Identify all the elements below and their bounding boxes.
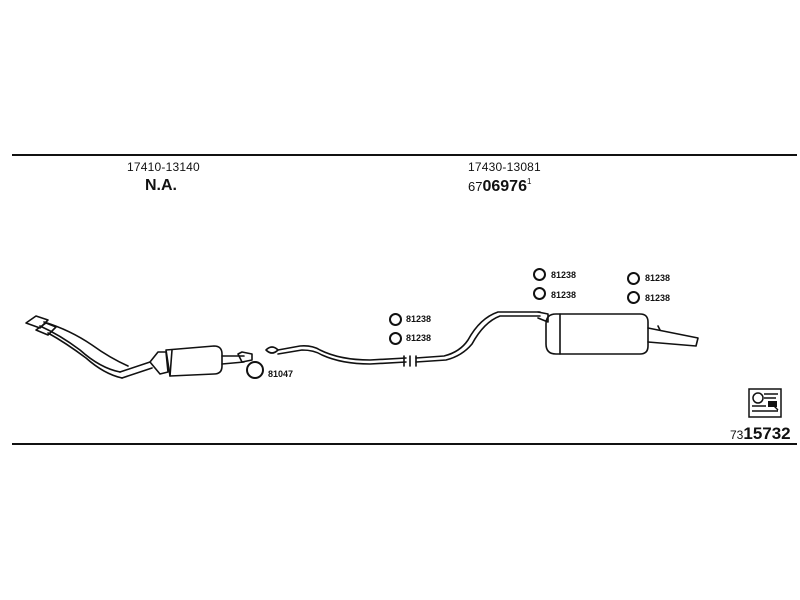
bottom-divider [12,443,797,445]
clamp-rear-right-2-label: 81238 [645,293,671,303]
catalog-prefix: 73 [730,428,744,442]
clamp-ring-icon [533,287,546,300]
right-code-main: 06976 [482,178,527,195]
clamp-rear-left-1-label: 81238 [551,270,577,280]
clamp-ring-icon [389,332,402,345]
clamp-ring-icon [627,272,640,285]
manufacturer-logo-icon [748,388,782,418]
catalog-main: 15732 [743,424,791,443]
front-pipe [39,321,169,379]
clamp-ring-icon [627,291,640,304]
clamp-ring-icon [389,313,402,326]
clamp-rear-left-2-label: 81238 [551,290,577,300]
clamp-rear-right-1-label: 81238 [645,273,671,283]
right-code: 67069761 [468,177,532,196]
clamp-ring-icon [246,361,264,379]
left-status: N.A. [145,177,177,194]
left-part-number: 17410-13140 [127,160,200,174]
right-code-suffix: 1 [526,177,532,186]
right-part-number: 17430-13081 [468,160,541,174]
clamp-front-label: 81047 [268,369,294,379]
clamp-ring-icon [533,268,546,281]
clamp-mid-2-label: 81238 [406,333,432,343]
front-silencer [165,345,253,377]
rear-silencer [545,313,699,355]
right-code-prefix: 67 [468,179,483,194]
center-pipe [265,311,549,367]
clamp-mid-1-label: 81238 [406,314,432,324]
top-divider [12,154,797,156]
catalog-number: 7315732 [730,424,791,444]
